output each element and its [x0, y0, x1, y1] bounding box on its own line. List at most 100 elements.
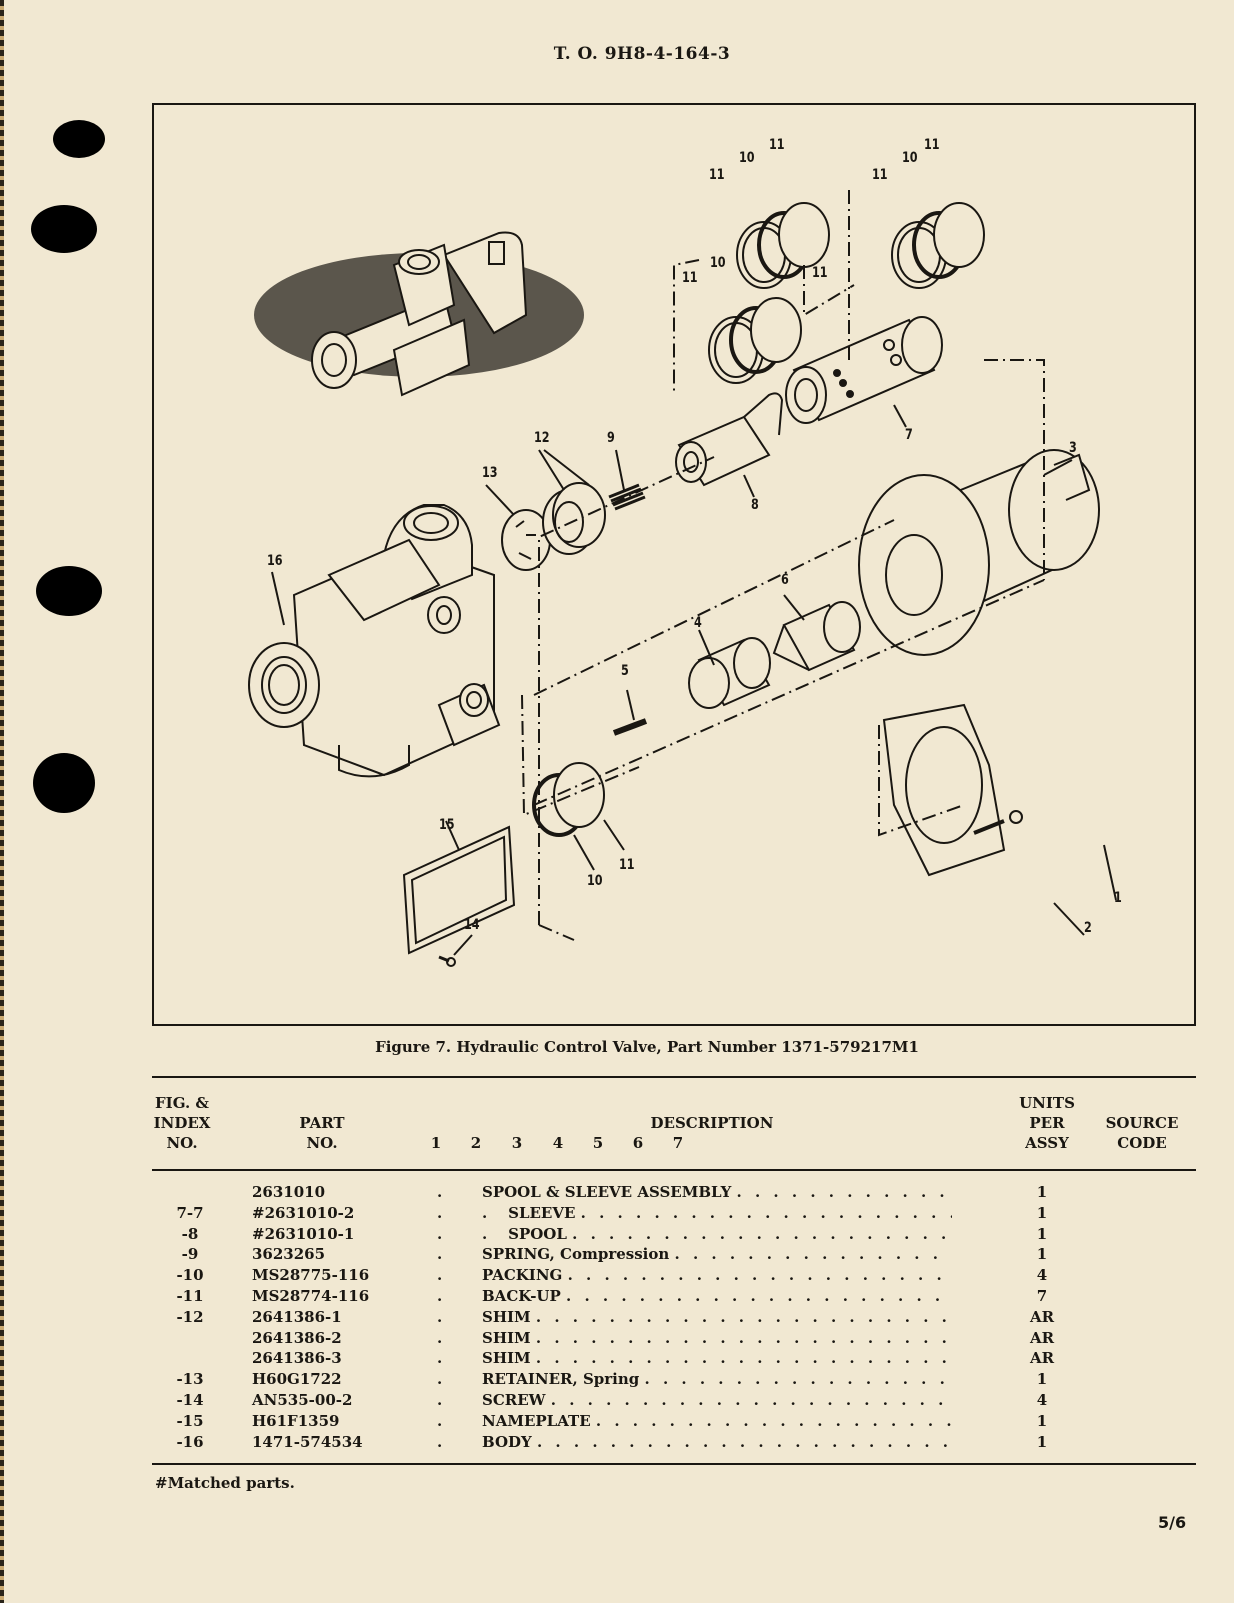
parts-table-header: FIG. & INDEX NO. PART NO. 1 2 3 4 5 6 7 … — [152, 1093, 1196, 1163]
dot-leader: . . . . . . . . . . . . . . . . . . . . … — [535, 1349, 952, 1368]
header-indent-1: 1 — [430, 1134, 442, 1152]
callout-label: 12 — [534, 430, 550, 446]
dot-leader: . . . . . . . . . . . . . . . . . . . . … — [536, 1432, 952, 1451]
units-cell: 1 — [1036, 1224, 1048, 1243]
callout-label: 15 — [439, 817, 455, 833]
indent-marker: . — [437, 1245, 443, 1264]
dot-leader: . . . . . . . . . . . . . . . . . . . . … — [535, 1307, 952, 1326]
callout-label: 10 — [902, 150, 918, 166]
table-row: 7-7 #2631010-2 . . SLEEVE . . . . . . . … — [152, 1203, 1196, 1224]
part-number-cell: 2641386-3 — [252, 1349, 342, 1368]
footnote: #Matched parts. — [155, 1474, 295, 1492]
units-cell: AR — [1029, 1307, 1055, 1326]
description-text: PACKING — [482, 1266, 563, 1285]
punch-hole — [53, 120, 105, 158]
callout-label: 11 — [872, 167, 888, 183]
callout-label: 7 — [905, 427, 913, 443]
units-cell: 1 — [1036, 1432, 1048, 1451]
part-number-cell: 2631010 — [252, 1183, 326, 1201]
part-number-cell: MS28774-116 — [252, 1286, 370, 1305]
header-part-no-line: PART — [299, 1114, 345, 1132]
header-fig-index-line: FIG. & — [155, 1094, 209, 1112]
table-row: -14 AN535-00-2 . SCREW . . . . . . . . .… — [152, 1390, 1196, 1411]
description-text: BACK-UP — [482, 1286, 561, 1305]
header-indent-5: 5 — [592, 1134, 604, 1152]
description-cell: SHIM . . . . . . . . . . . . . . . . . .… — [482, 1307, 952, 1328]
ring-set-top-right — [891, 202, 985, 289]
header-units-per-assy: UNITS PER ASSY — [1012, 1093, 1082, 1153]
index-cell: -12 — [176, 1307, 204, 1326]
ring-set-bottom — [532, 762, 605, 837]
callout-label: 10 — [587, 873, 603, 889]
dot-leader: . . . . . . . . . . . . . . . . . . . . … — [535, 1328, 952, 1347]
indent-marker: . — [437, 1349, 443, 1368]
callout-label: 6 — [781, 572, 789, 588]
description-text: SPRING, Compression — [482, 1245, 670, 1264]
index-cell: -11 — [176, 1286, 204, 1305]
index-cell: -16 — [176, 1432, 204, 1451]
header-indent-6: 6 — [632, 1134, 644, 1152]
table-row: -16 1471-574534 . BODY . . . . . . . . .… — [152, 1432, 1196, 1453]
part-number-cell: MS28775-116 — [252, 1266, 370, 1285]
index-cell: -9 — [181, 1245, 199, 1264]
part-number-cell: H61F1359 — [252, 1411, 340, 1430]
ring-set-middle — [708, 297, 802, 384]
description-cell: . SLEEVE . . . . . . . . . . . . . . . .… — [482, 1203, 952, 1224]
callout-label: 4 — [694, 615, 702, 631]
table-row: -13 H60G1722 . RETAINER, Spring . . . . … — [152, 1369, 1196, 1390]
technical-order-number: T. O. 9H8-4-164-3 — [553, 44, 731, 64]
description-text: RETAINER, Spring — [482, 1370, 640, 1389]
description-text: SHIM — [482, 1349, 531, 1368]
header-source-line: SOURCE — [1105, 1114, 1179, 1132]
indent-marker: . — [437, 1328, 443, 1347]
table-top-rule — [152, 1076, 1196, 1078]
units-cell: 4 — [1036, 1266, 1048, 1285]
dot-leader: . . . . . . . . . . . . . . . . . . . . … — [595, 1411, 952, 1430]
description-cell: PACKING . . . . . . . . . . . . . . . . … — [482, 1265, 952, 1286]
units-cell: 1 — [1036, 1183, 1048, 1201]
part-number-cell: H60G1722 — [252, 1370, 342, 1389]
table-row: -8 #2631010-1 . . SPOOL . . . . . . . . … — [152, 1224, 1196, 1245]
part-number-cell: 2641386-1 — [252, 1307, 342, 1326]
solenoid-part — [858, 449, 1100, 656]
description-text: SCREW — [482, 1390, 546, 1409]
description-text: . SLEEVE — [482, 1203, 576, 1222]
description-cell: SHIM . . . . . . . . . . . . . . . . . .… — [482, 1348, 952, 1369]
body-part — [248, 504, 501, 778]
description-text: . SPOOL — [482, 1224, 567, 1243]
description-cell: SHIM . . . . . . . . . . . . . . . . . .… — [482, 1328, 952, 1349]
ring-set-top-left — [736, 202, 830, 289]
callout-label: 13 — [482, 465, 498, 481]
exploded-view-figure: 1 2 3 4 5 6 7 8 9 10 11 11 10 11 11 11 1… — [152, 103, 1196, 1026]
table-row: 2641386-3 . SHIM . . . . . . . . . . . .… — [152, 1348, 1196, 1369]
table-row: -10 MS28775-116 . PACKING . . . . . . . … — [152, 1265, 1196, 1286]
header-description: DESCRIPTION — [650, 1114, 774, 1132]
units-cell: 1 — [1036, 1245, 1048, 1264]
indent-marker: . — [437, 1183, 443, 1201]
description-text: NAMEPLATE — [482, 1411, 591, 1430]
assembled-valve-icon — [311, 231, 528, 397]
table-bottom-rule — [152, 1463, 1196, 1465]
header-indent-2: 2 — [470, 1134, 482, 1152]
callout-label: 11 — [769, 137, 785, 153]
units-cell: 7 — [1036, 1286, 1048, 1305]
units-cell: 4 — [1036, 1390, 1048, 1409]
table-row: -15 H61F1359 . NAMEPLATE . . . . . . . .… — [152, 1411, 1196, 1432]
callout-label: 2 — [1084, 920, 1092, 936]
table-row: -11 MS28774-116 . BACK-UP . . . . . . . … — [152, 1286, 1196, 1307]
description-cell: NAMEPLATE . . . . . . . . . . . . . . . … — [482, 1411, 952, 1432]
units-cell: AR — [1029, 1349, 1055, 1368]
index-cell: -15 — [176, 1411, 204, 1430]
page-number: 5/6 — [1158, 1513, 1187, 1532]
units-cell: 1 — [1036, 1370, 1048, 1389]
description-cell: SCREW . . . . . . . . . . . . . . . . . … — [482, 1390, 952, 1411]
header-units-line: PER — [1029, 1114, 1065, 1132]
header-fig-index: FIG. & INDEX NO. — [152, 1093, 212, 1153]
indent-marker: . — [437, 1390, 443, 1409]
dot-leader: . . . . . . . . . . . . . . . . . . . . … — [580, 1203, 952, 1222]
callout-label: 16 — [267, 553, 283, 569]
index-cell: 7-7 — [176, 1203, 204, 1222]
header-indent-4: 4 — [552, 1134, 564, 1152]
description-text: SHIM — [482, 1307, 531, 1326]
parts-list-table: 2631010 . SPOOL & SLEEVE ASSEMBLY . . . … — [152, 1182, 1196, 1452]
